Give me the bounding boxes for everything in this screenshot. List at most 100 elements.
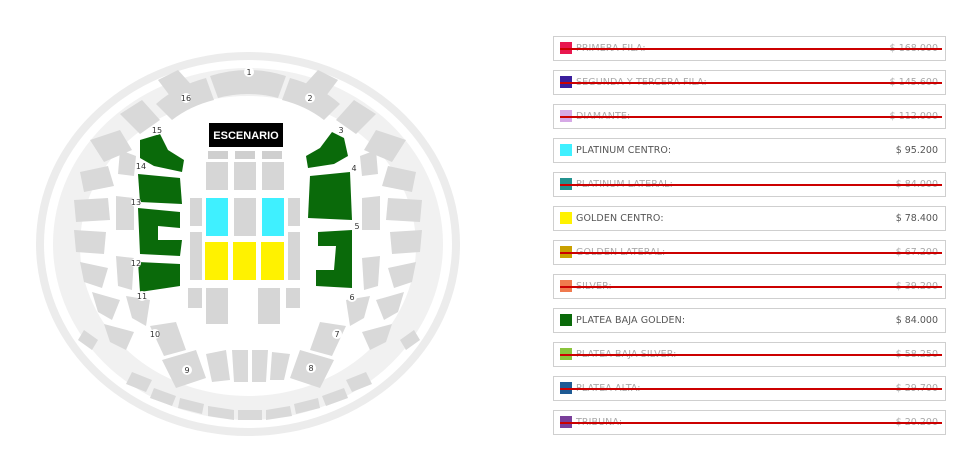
left-block-6[interactable] xyxy=(92,292,120,320)
svg-text:13: 13 xyxy=(131,198,141,207)
floor-side-right-1[interactable] xyxy=(288,198,300,226)
price-row-tribuna[interactable]: TRIBUNA: $ 20.200 xyxy=(553,410,946,435)
inner-left-3[interactable] xyxy=(116,256,134,290)
platinum-centro-right[interactable] xyxy=(262,198,284,236)
price-row-segunda-tercera-fila[interactable]: SEGUNDA Y TERCERA FILA: $ 145.600 xyxy=(553,70,946,95)
inner-right-3[interactable] xyxy=(362,256,380,290)
section-3b[interactable] xyxy=(336,100,376,134)
svg-text:2: 2 xyxy=(307,94,312,103)
section-4-golden[interactable] xyxy=(306,132,348,168)
right-block-4[interactable] xyxy=(390,230,422,254)
price-row-primera-fila[interactable]: PRIMERA FILA: $ 168.000 xyxy=(553,36,946,61)
svg-text:16: 16 xyxy=(181,94,191,103)
floor-block-3[interactable] xyxy=(262,162,284,190)
floor-side-right-2[interactable] xyxy=(288,232,300,280)
lower-b[interactable] xyxy=(232,350,248,382)
floor-side-left-1[interactable] xyxy=(190,198,202,226)
right-block-5[interactable] xyxy=(388,262,416,288)
right-block-2[interactable] xyxy=(382,166,416,192)
price-row-platea-alta[interactable]: PLATEA ALTA: $ 29.700 xyxy=(553,376,946,401)
golden-centro-3[interactable] xyxy=(261,242,284,280)
bottom-band-2[interactable] xyxy=(150,388,176,406)
sold-out-strike xyxy=(560,116,942,118)
left-block-5[interactable] xyxy=(80,262,108,288)
svg-text:5: 5 xyxy=(354,222,359,231)
section-14-golden[interactable] xyxy=(140,134,184,172)
sold-out-strike xyxy=(560,388,942,390)
floor-block-1[interactable] xyxy=(206,162,228,190)
section-marker-1: 1 xyxy=(244,67,254,77)
floor-side-left-2[interactable] xyxy=(190,232,202,280)
floor-row-a3[interactable] xyxy=(262,151,282,159)
section-5-golden[interactable] xyxy=(308,172,352,220)
floor-row-a2[interactable] xyxy=(235,151,255,159)
platea-baja-golden-sections xyxy=(138,132,352,292)
section-13-golden[interactable] xyxy=(138,174,182,204)
svg-text:15: 15 xyxy=(152,126,162,135)
left-block-2[interactable] xyxy=(80,166,114,192)
section-1[interactable] xyxy=(210,70,286,98)
bottom-band-11[interactable] xyxy=(400,330,420,350)
inner-right-2[interactable] xyxy=(362,196,380,230)
platinum-centro-left[interactable] xyxy=(206,198,228,236)
lower-a[interactable] xyxy=(206,350,230,382)
right-block-3[interactable] xyxy=(386,198,422,222)
lower-d[interactable] xyxy=(270,352,290,380)
left-block-4[interactable] xyxy=(74,230,106,254)
right-block-7[interactable] xyxy=(362,324,392,350)
floor-back-2[interactable] xyxy=(206,288,228,324)
section-6-golden[interactable] xyxy=(316,230,352,288)
right-block-6[interactable] xyxy=(376,292,404,320)
section-marker-4: 4 xyxy=(349,163,359,173)
floor-row-a1[interactable] xyxy=(208,151,228,159)
inner-right-1[interactable] xyxy=(360,150,378,176)
bottom-band-1[interactable] xyxy=(126,372,152,392)
svg-text:14: 14 xyxy=(136,162,146,171)
floor-back-3[interactable] xyxy=(258,288,280,324)
section-11-golden[interactable] xyxy=(138,262,180,292)
section-marker-2: 2 xyxy=(305,93,315,103)
svg-text:10: 10 xyxy=(150,330,160,339)
floor-back-1[interactable] xyxy=(188,288,202,308)
price-row-diamante[interactable]: DIAMANTE: $ 112.000 xyxy=(553,104,946,129)
bottom-band-10[interactable] xyxy=(78,330,98,350)
price-row-platea-baja-golden[interactable]: PLATEA BAJA GOLDEN: $ 84.000 xyxy=(553,308,946,333)
inner-left-2[interactable] xyxy=(116,196,134,230)
price-row-golden-lateral[interactable]: GOLDEN LATERAL: $ 67.200 xyxy=(553,240,946,265)
sold-out-strike xyxy=(560,286,942,288)
bottom-band-4[interactable] xyxy=(208,406,234,420)
price-category-name: PLATINUM CENTRO: xyxy=(576,145,672,156)
price-row-golden-centro[interactable]: GOLDEN CENTRO: $ 78.400 xyxy=(553,206,946,231)
section-15b[interactable] xyxy=(120,100,160,134)
bottom-band-5[interactable] xyxy=(238,410,262,420)
price-row-platinum-lateral[interactable]: PLATINUM LATERAL: $ 84.000 xyxy=(553,172,946,197)
sold-out-strike xyxy=(560,82,942,84)
price-row-platea-baja-silver[interactable]: PLATEA BAJA SILVER: $ 58.250 xyxy=(553,342,946,367)
inner-left-4[interactable] xyxy=(126,296,150,326)
section-marker-5: 5 xyxy=(352,221,362,231)
golden-centro-1[interactable] xyxy=(205,242,228,280)
floor-block-2[interactable] xyxy=(234,162,256,190)
bottom-band-6[interactable] xyxy=(266,406,292,420)
section-10[interactable] xyxy=(150,322,186,356)
bottom-band-3[interactable] xyxy=(178,398,204,414)
price-row-silver[interactable]: SILVER: $ 39.200 xyxy=(553,274,946,299)
sold-out-strike xyxy=(560,48,942,50)
inner-right-4[interactable] xyxy=(346,296,370,326)
color-swatch xyxy=(560,314,572,326)
bottom-band-8[interactable] xyxy=(322,388,348,406)
lower-c[interactable] xyxy=(252,350,268,382)
section-marker-11: 11 xyxy=(137,291,147,301)
floor-center-mid[interactable] xyxy=(234,198,256,236)
left-block-7[interactable] xyxy=(104,324,134,350)
floor-back-4[interactable] xyxy=(286,288,300,308)
svg-text:12: 12 xyxy=(131,259,141,268)
price-row-platinum-centro[interactable]: PLATINUM CENTRO: $ 95.200 xyxy=(553,138,946,163)
left-block-3[interactable] xyxy=(74,198,110,222)
bottom-band-7[interactable] xyxy=(294,398,320,414)
section-marker-16: 16 xyxy=(181,93,191,103)
section-12-golden[interactable] xyxy=(138,208,182,256)
inner-left-1[interactable] xyxy=(118,150,136,176)
golden-centro-2[interactable] xyxy=(233,242,256,280)
bottom-band-9[interactable] xyxy=(346,372,372,392)
